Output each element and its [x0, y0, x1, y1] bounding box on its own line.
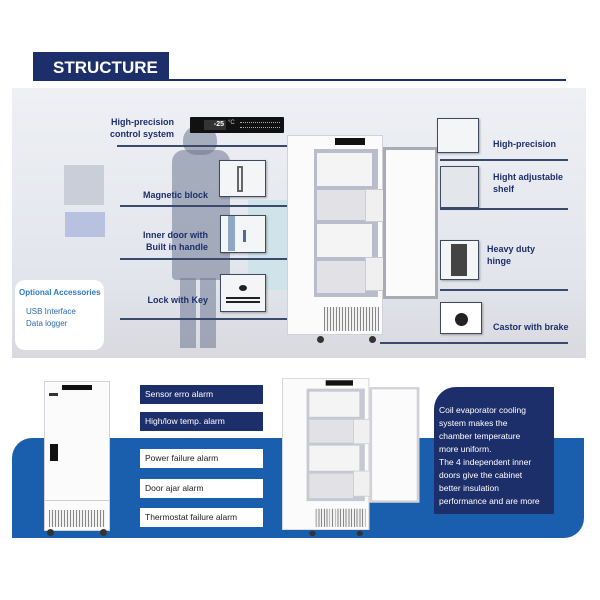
feature-control-system: High-precision control system: [90, 116, 174, 140]
vent-icon: [226, 297, 260, 303]
open-freezer-image: [287, 135, 439, 347]
drawer: [309, 419, 353, 443]
background-monitor: [64, 165, 104, 205]
inner-door: [309, 391, 360, 417]
feature-lock: Lock with Key: [147, 295, 208, 305]
accessory-item: USB Interface: [26, 307, 76, 316]
lock-handle: [50, 444, 58, 461]
person-leg: [180, 278, 196, 348]
control-panel-thumb: [437, 118, 479, 153]
control-panel-image: -25 °C: [190, 117, 284, 133]
feature-label: Inner door with: [143, 230, 208, 240]
inner-door: [317, 153, 372, 186]
info-box: Coil evaporator cooling system makes the…: [434, 387, 554, 514]
optional-accessories-box: Optional Accessories USB Interface Data …: [15, 280, 104, 350]
handle-icon: [243, 230, 246, 242]
hinge-image: [440, 240, 479, 280]
castor: [47, 529, 54, 536]
info-line: chamber temperature: [439, 431, 521, 441]
divider-line: [117, 145, 287, 147]
lock-icon: [239, 285, 247, 291]
display: [325, 380, 353, 386]
feature-magnetic-block: Magnetic block: [142, 190, 208, 200]
alarm-sensor-error: Sensor erro alarm: [140, 385, 263, 404]
castor: [309, 530, 316, 537]
section-title: STRUCTURE: [33, 52, 169, 81]
person-leg: [200, 278, 216, 348]
info-line: more uniform.: [439, 444, 492, 454]
closed-freezer-image: [44, 381, 110, 531]
feature-label: control system: [109, 129, 174, 139]
divider-line: [120, 258, 287, 260]
feature-label: shelf: [493, 184, 515, 194]
lock-image: [220, 274, 266, 312]
divider-line: [120, 205, 287, 207]
accessory-item: Data logger: [26, 319, 68, 328]
info-line: system makes the: [439, 418, 508, 428]
info-line: The 4 independent inner: [439, 457, 532, 467]
divider-line: [440, 159, 568, 161]
info-line: better insulation: [439, 483, 500, 493]
outer-door: [383, 147, 438, 299]
castor: [317, 336, 324, 343]
alarm-power-failure: Power failure alarm: [140, 449, 263, 468]
background-equipment: [65, 212, 105, 237]
drawer: [317, 261, 365, 293]
castor-image: [440, 302, 482, 334]
feature-label: Built in handle: [146, 242, 208, 252]
title-divider: [168, 79, 566, 81]
castor: [356, 530, 363, 537]
divider: [45, 500, 109, 501]
feature-hinge: Heavy duty hinge: [487, 243, 535, 267]
divider-line: [380, 342, 568, 344]
feature-label: Heavy duty: [487, 244, 536, 254]
temperature-unit: °C: [228, 120, 235, 126]
info-line: doors give the cabinet: [439, 470, 523, 480]
temperature-display: -25: [204, 120, 226, 130]
castor: [369, 336, 376, 343]
castor: [100, 529, 107, 536]
vent-grille: [49, 510, 105, 527]
feature-label: hinge: [487, 256, 511, 266]
info-line: performance and are more: [439, 496, 540, 506]
alarm-high-low-temp: High/low temp. alarm: [140, 412, 263, 431]
hinge-icon: [451, 244, 467, 276]
wheel-icon: [455, 313, 468, 326]
display: [335, 138, 365, 145]
alarm-thermostat-failure: Thermostat failure alarm: [140, 508, 263, 527]
divider-line: [120, 318, 287, 320]
drawer: [317, 190, 365, 220]
feature-shelf: Hight adjustable shelf: [493, 171, 563, 195]
display: [62, 385, 92, 390]
inner-door: [309, 445, 360, 471]
alarm-door-ajar: Door ajar alarm: [140, 479, 263, 498]
drawer: [309, 473, 353, 499]
outer-door: [369, 387, 420, 503]
logo-badge: [49, 393, 58, 396]
info-line: Coil evaporator cooling: [439, 405, 526, 415]
open-freezer-image-bottom: [282, 378, 420, 539]
door-edge: [228, 216, 235, 251]
feature-high-precision: High-precision: [493, 139, 557, 149]
magnet-icon: [237, 166, 243, 192]
feature-castor: Castor with brake: [493, 322, 569, 332]
control-buttons: [240, 122, 280, 128]
inner-door-image: [220, 215, 266, 253]
vent-grille: [315, 508, 366, 527]
magnetic-block-image: [219, 160, 266, 197]
optional-title: Optional Accessories: [19, 288, 101, 297]
vent-grille: [324, 307, 379, 331]
shelf-image: [440, 166, 479, 208]
feature-label: High-precision: [110, 117, 174, 127]
feature-inner-door: Inner door with Built in handle: [120, 229, 208, 253]
inner-door: [317, 224, 372, 257]
divider-line: [440, 289, 568, 291]
divider-line: [440, 208, 568, 210]
feature-label: Hight adjustable: [493, 172, 564, 182]
